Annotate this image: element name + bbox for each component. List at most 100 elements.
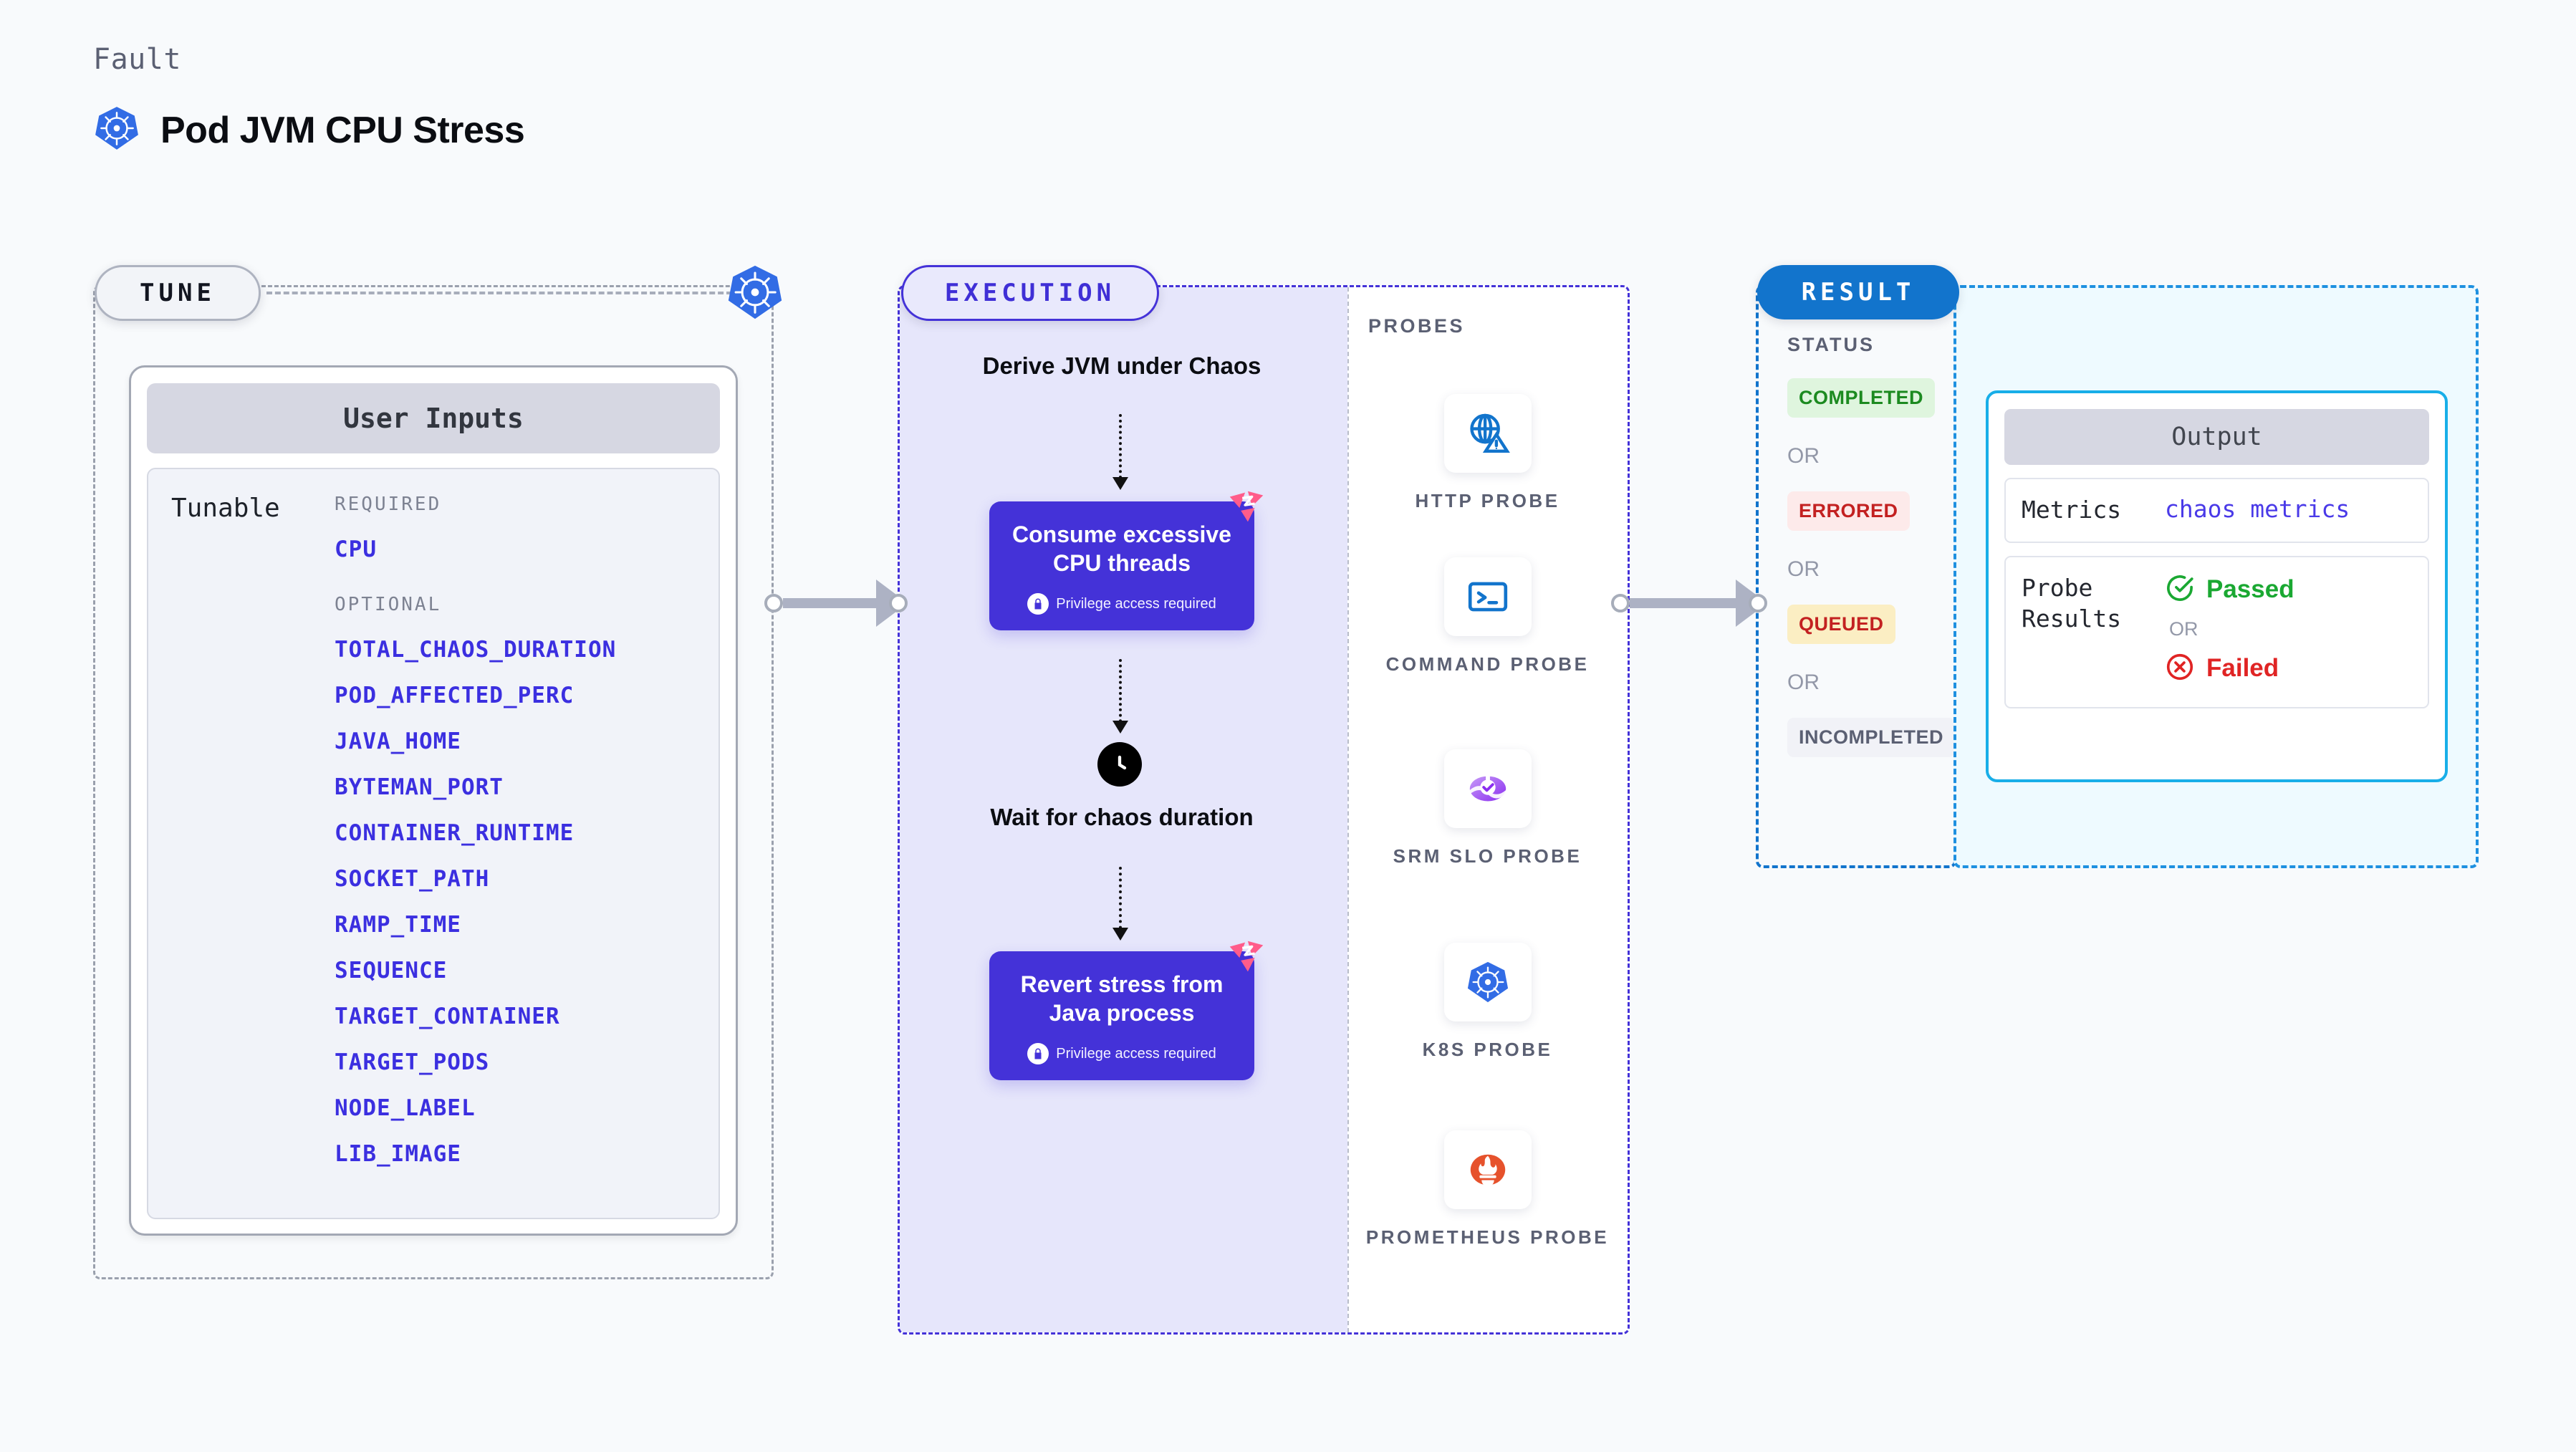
probe-result-passed: Passed — [2165, 573, 2294, 607]
probes-panel: PROBES HTTP PROBE COMMAND PROBE — [1345, 285, 1630, 1335]
privilege-text: Privilege access required — [1056, 595, 1216, 612]
execution-fill — [900, 287, 1347, 1332]
optional-group-title: OPTIONAL — [335, 594, 442, 615]
harness-logo-icon — [1224, 934, 1269, 979]
param-container-runtime[interactable]: CONTAINER_RUNTIME — [335, 820, 575, 846]
step-consume-cpu: Consume excessive CPU threads Privilege … — [989, 491, 1264, 630]
connector-tune-to-execution — [764, 580, 908, 627]
connector-end-dot — [889, 594, 908, 612]
probe-result-or: OR — [2169, 617, 2198, 640]
clock-icon — [1097, 742, 1142, 787]
param-lib-image[interactable]: LIB_IMAGE — [335, 1141, 461, 1167]
status-badge-incompleted: INCOMPLETED — [1787, 718, 1956, 757]
param-java-home[interactable]: JAVA_HOME — [335, 729, 461, 754]
status-badge-errored: ERRORED — [1787, 491, 1910, 531]
kubernetes-icon — [93, 105, 140, 155]
tunable-label: Tunable — [171, 494, 280, 523]
user-inputs-card: User Inputs Tunable REQUIRED CPU OPTIONA… — [129, 365, 738, 1236]
user-inputs-body: Tunable REQUIRED CPU OPTIONAL TOTAL_CHAO… — [147, 468, 720, 1219]
privilege-text: Privilege access required — [1056, 1045, 1216, 1062]
output-card: Output Metrics chaos metrics Probe Resul… — [1986, 390, 2448, 782]
execution-pill: EXECUTION — [901, 265, 1159, 321]
connector-execution-to-result — [1611, 580, 1767, 627]
status-badge-queued: QUEUED — [1787, 605, 1895, 644]
param-target-pods[interactable]: TARGET_PODS — [335, 1049, 490, 1075]
probe-results-key: Probe Results — [2022, 573, 2122, 633]
terminal-icon — [1443, 557, 1532, 636]
step-wait-chaos: Wait for chaos duration — [990, 804, 1254, 830]
param-socket-path[interactable]: SOCKET_PATH — [335, 866, 490, 892]
metrics-value-link[interactable]: chaos metrics — [2165, 495, 2350, 523]
output-title: Output — [2004, 409, 2429, 465]
status-badge-completed: COMPLETED — [1787, 378, 1936, 418]
required-group-title: REQUIRED — [335, 494, 442, 515]
failed-label: Failed — [2206, 654, 2279, 683]
param-cpu[interactable]: CPU — [335, 537, 377, 562]
output-metrics-row: Metrics chaos metrics — [2004, 478, 2429, 543]
flow-arrow-1 — [1112, 414, 1128, 490]
param-byteman-port[interactable]: BYTEMAN_PORT — [335, 774, 504, 800]
harness-logo-icon — [1224, 484, 1269, 529]
passed-label: Passed — [2206, 575, 2294, 604]
or-label-2: OR — [1787, 557, 1820, 581]
probe-result-failed: Failed — [2165, 652, 2294, 686]
check-circle-icon — [2165, 573, 2195, 607]
probe-results-values: Passed OR Failed — [2165, 573, 2294, 686]
probe-label: COMMAND PROBE — [1385, 653, 1590, 675]
param-sequence[interactable]: SEQUENCE — [335, 958, 448, 984]
globe-warning-icon — [1443, 394, 1532, 473]
connector-start-dot — [764, 594, 783, 612]
title-row: Pod JVM CPU Stress — [93, 105, 525, 155]
prometheus-icon — [1443, 1130, 1532, 1209]
param-target-container[interactable]: TARGET_CONTAINER — [335, 1004, 560, 1029]
page-header: Fault Pod JVM CPU Stress — [93, 43, 525, 155]
param-total-chaos-duration[interactable]: TOTAL_CHAOS_DURATION — [335, 637, 617, 663]
tune-platform-link — [266, 292, 732, 294]
action-title: Consume excessive CPU threads — [1012, 521, 1231, 576]
srm-slo-icon — [1443, 749, 1532, 828]
probes-title: PROBES — [1368, 315, 1466, 337]
probe-label: HTTP PROBE — [1415, 490, 1560, 511]
privilege-note: Privilege access required — [999, 1043, 1244, 1064]
fault-kicker: Fault — [93, 43, 181, 76]
kubernetes-icon — [1443, 943, 1532, 1021]
probe-k8s[interactable]: K8S PROBE — [1345, 943, 1630, 1062]
probe-srm-slo[interactable]: SRM SLO PROBE — [1345, 749, 1630, 869]
step-derive-jvm: Derive JVM under Chaos — [982, 352, 1261, 379]
flow-arrow-2 — [1112, 659, 1128, 734]
step-revert-stress: Revert stress from Java process Privileg… — [989, 941, 1264, 1080]
tune-pill: TUNE — [95, 265, 261, 321]
probe-label: SRM SLO PROBE — [1393, 845, 1582, 867]
probe-label: PROMETHEUS PROBE — [1365, 1226, 1610, 1248]
probe-label: K8S PROBE — [1422, 1039, 1553, 1060]
probe-http[interactable]: HTTP PROBE — [1345, 394, 1630, 514]
connector-bar — [1630, 598, 1736, 608]
execution-flow: Derive JVM under Chaos Consume excessive… — [898, 285, 1345, 1335]
page-title: Pod JVM CPU Stress — [160, 109, 525, 151]
kubernetes-icon — [726, 263, 784, 322]
metrics-key: Metrics — [2022, 496, 2122, 524]
execution-probes-divider — [1347, 287, 1349, 1332]
x-circle-icon — [2165, 652, 2195, 686]
flow-arrow-3 — [1112, 867, 1128, 941]
lock-icon — [1027, 1043, 1049, 1064]
connector-bar — [783, 598, 876, 608]
or-label-3: OR — [1787, 670, 1820, 694]
output-probe-results-row: Probe Results Passed OR — [2004, 555, 2429, 708]
probe-command[interactable]: COMMAND PROBE — [1345, 557, 1630, 677]
connector-start-dot — [1611, 594, 1630, 612]
param-pod-affected-perc[interactable]: POD_AFFECTED_PERC — [335, 683, 575, 708]
connector-end-dot — [1749, 594, 1767, 612]
params-list: REQUIRED CPU OPTIONAL TOTAL_CHAOS_DURATI… — [335, 494, 711, 1211]
result-pill: RESULT — [1757, 265, 1959, 319]
or-label-1: OR — [1787, 444, 1820, 468]
lock-icon — [1027, 593, 1049, 615]
param-node-label[interactable]: NODE_LABEL — [335, 1095, 476, 1121]
param-ramp-time[interactable]: RAMP_TIME — [335, 912, 461, 938]
user-inputs-title: User Inputs — [147, 383, 720, 453]
status-title: STATUS — [1787, 334, 1875, 355]
probe-prometheus[interactable]: PROMETHEUS PROBE — [1345, 1130, 1630, 1250]
result-panel: STATUS COMPLETED OR ERRORED OR QUEUED OR… — [1756, 285, 1956, 868]
action-title: Revert stress from Java process — [1020, 971, 1224, 1026]
privilege-note: Privilege access required — [999, 593, 1244, 615]
